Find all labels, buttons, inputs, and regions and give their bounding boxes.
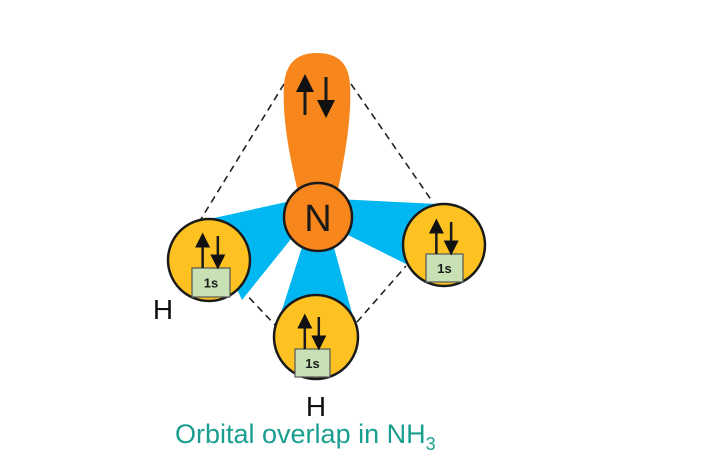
- orbital-label: 1s: [204, 276, 218, 291]
- orbital-box: [294, 348, 331, 378]
- caption-subscript: 3: [426, 434, 436, 454]
- hydrogen-atom-bottom: 1s: [272, 293, 360, 381]
- nitrogen-label: N: [304, 198, 331, 240]
- caption-main: Orbital overlap in NH: [175, 419, 426, 449]
- hydrogen-label-left: H: [153, 294, 173, 325]
- orbital-box: [425, 253, 464, 283]
- nitrogen-atom: [282, 181, 354, 253]
- caption: Orbital overlap in NH3: [175, 419, 436, 454]
- hydrogen-atom-left: 1s: [166, 217, 252, 303]
- lone-pair-electrons: [296, 74, 335, 118]
- hydrogen-atom-right: 1s: [401, 202, 487, 288]
- orbital-label: 1s: [437, 261, 451, 276]
- hydrogen-label-bottom: H: [306, 391, 326, 422]
- dashed-geometry-lines: [200, 83, 433, 327]
- lone-pair-lobe: [283, 53, 351, 200]
- orbital-label: 1s: [305, 356, 319, 371]
